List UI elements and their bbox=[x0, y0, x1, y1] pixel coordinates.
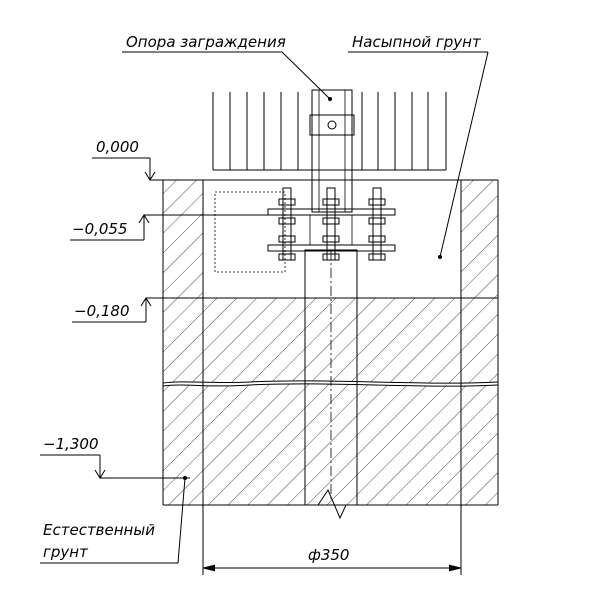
level-mark-1300 bbox=[40, 454, 190, 479]
lower-soil-hatch bbox=[163, 383, 498, 505]
level-label-1300: −1,300 bbox=[43, 435, 99, 453]
level-mark-055 bbox=[70, 214, 268, 241]
label-fence-support: Опора заграждения bbox=[126, 33, 286, 51]
diameter-dimension bbox=[202, 564, 462, 572]
label-natural-soil-line1: Естественный bbox=[43, 521, 155, 539]
break-line bbox=[162, 380, 499, 384]
level-label-055: −0,055 bbox=[72, 220, 128, 238]
diameter-label: ф350 bbox=[308, 546, 349, 564]
leader-fence-support bbox=[122, 51, 332, 101]
level-label-0: 0,000 bbox=[96, 138, 139, 156]
level-mark-180 bbox=[72, 297, 175, 323]
label-natural-soil-line2: грунт bbox=[43, 543, 89, 561]
label-backfill-soil: Насыпной грунт bbox=[352, 33, 482, 51]
anchor-assembly bbox=[267, 187, 396, 261]
anchor-bolt-right bbox=[368, 187, 386, 261]
level-mark-0 bbox=[92, 157, 175, 181]
leader-natural-soil bbox=[40, 476, 187, 564]
fence-post bbox=[309, 89, 355, 213]
backfill-zone bbox=[202, 179, 462, 299]
anchor-bolt-middle bbox=[322, 187, 340, 261]
anchor-bolt-left bbox=[278, 187, 296, 261]
bottom-break bbox=[163, 488, 498, 520]
foundation-outline bbox=[162, 179, 499, 575]
fence-panel bbox=[212, 92, 447, 171]
break-line-2 bbox=[162, 383, 499, 387]
leader-backfill bbox=[348, 51, 489, 259]
level-label-180: −0,180 bbox=[74, 302, 130, 320]
